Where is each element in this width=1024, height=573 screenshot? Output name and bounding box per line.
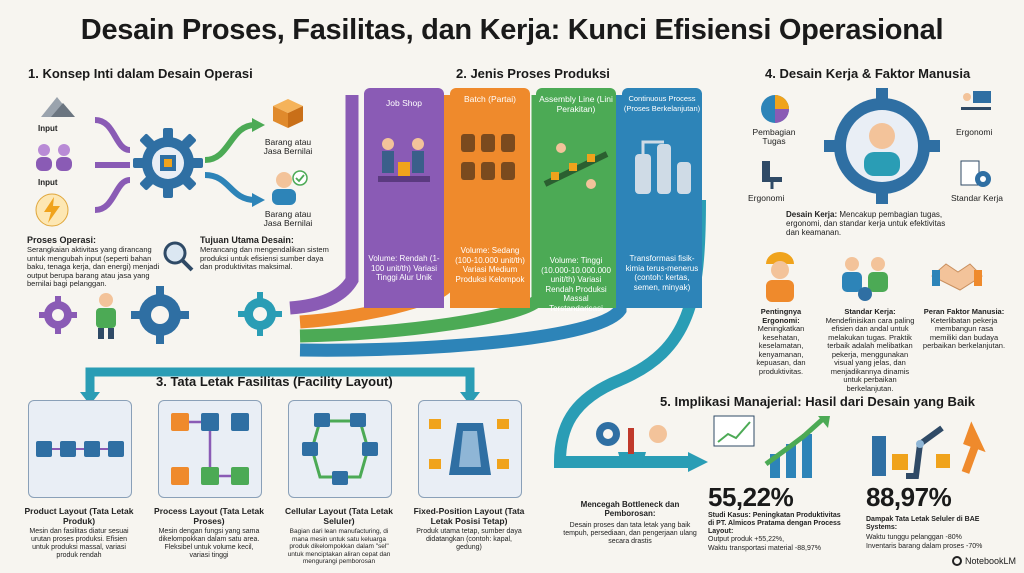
notebooklm-logo-icon — [951, 556, 962, 566]
standar-item-text: Mendefinisikan cara paling efisien dan a… — [825, 315, 915, 393]
bottleneck-icon — [588, 414, 678, 482]
refinery-icon — [622, 124, 702, 214]
section2-title: 2. Jenis Proses Produksi — [456, 66, 610, 81]
product-layout-icon — [36, 441, 124, 457]
column-job-shop: Job Shop Volume: Rendah (1-100 unit/th) … — [364, 88, 444, 308]
product-layout-desc: Mesin dan fasilitas diatur sesuai urutan… — [29, 528, 129, 559]
cellular-layout-icon — [302, 413, 378, 485]
faktor-manusia-item-text: Keterlibatan pekerja membangun rasa memi… — [922, 315, 1006, 350]
magnifier-icon — [160, 238, 196, 274]
column-continuous-head: Continuous Process (Proses Berkelanjutan… — [623, 94, 701, 113]
stat2-value: 88,97% — [866, 482, 952, 512]
pembagian-tugas-label: Pembagian Tugas — [752, 127, 796, 146]
people-icon — [30, 140, 80, 174]
fixed-position-card — [418, 400, 522, 498]
proses-title: Proses Operasi: — [27, 235, 97, 245]
cellular-layout-desc: Bagian dari lean manufacturing, di mana … — [287, 528, 391, 565]
small-gear-icon — [38, 295, 78, 335]
desain-kerja-desc: Desain Kerja: Mencakup pembagian tugas, … — [786, 210, 946, 237]
column-assembly-line-body: Volume: Tinggi (10.000-10.000.000 unit/t… — [541, 256, 611, 313]
team-icon — [838, 250, 894, 304]
stat1-line-2: Waktu transportasi material -88,97% — [708, 545, 821, 552]
ship-icon — [429, 419, 509, 475]
handshake-icon — [930, 254, 984, 298]
energy-icon — [34, 192, 70, 228]
process-gear-icon — [130, 125, 205, 200]
cellular-layout-name: Cellular Layout (Tata Letak Seluler) — [284, 506, 393, 526]
large-gear-icon — [130, 285, 190, 345]
standar-item: Standar Kerja: Mendefinisikan cara palin… — [822, 307, 918, 393]
column-assembly-line-head: Assembly Line (Lini Perakitan) — [539, 94, 613, 114]
column-batch-body: Volume: Sedang (100-10.000 unit/th) Vari… — [455, 246, 525, 284]
stat2-title: Dampak Tata Letak Seluler di BAE Systems… — [866, 516, 980, 531]
ergonomi-item: Pentingnya Ergonomi: Meningkatkan keseha… — [744, 307, 818, 376]
process-layout-desc: Mesin dengan fungsi yang sama dikelompok… — [158, 528, 260, 559]
box-icon — [268, 95, 308, 131]
standar-kerja-label: Standar Kerja — [951, 193, 1003, 203]
column-batch: Batch (Partai) Volume: Sedang (100-10.00… — [450, 88, 530, 308]
process-layout-icon — [171, 413, 249, 485]
fixed-position-desc: Produk utama tetap, sumber daya didatang… — [416, 528, 522, 551]
desain-kerja-text: Mencakup pembagian tugas, ergonomi, dan … — [786, 210, 946, 237]
ergonomi-item-text: Meningkatkan kesehatan, keselamatan, ken… — [756, 324, 806, 376]
section4-title: 4. Desain Kerja & Faktor Manusia — [765, 66, 971, 81]
bottleneck-text: Desain proses dan tata letak yang baik t… — [563, 522, 697, 545]
batch-cans-icon — [450, 114, 530, 204]
column-continuous-body: Transformasi fisik-kimia terus-menerus (… — [625, 254, 699, 292]
tujuan-title: Tujuan Utama Desain: — [200, 235, 294, 245]
ergonomi-left-label: Ergonomi — [748, 193, 785, 203]
worker-icon — [86, 290, 126, 340]
section1-title: 1. Konsep Inti dalam Desain Operasi — [28, 66, 253, 81]
ergonomi-item-title: Pentingnya Ergonomi: — [760, 307, 802, 325]
proses-text: Serangkaian aktivitas yang dirancang unt… — [27, 245, 160, 288]
output-label-2: Barang atau Jasa Bernilai — [263, 209, 313, 228]
fixed-position-name: Fixed-Position Layout (Tata Letak Posisi… — [413, 506, 525, 526]
input-label-1: Input — [38, 124, 58, 133]
column-job-shop-head: Job Shop — [386, 98, 422, 108]
column-continuous: Continuous Process (Proses Berkelanjutan… — [622, 88, 702, 308]
stat2-line-1: Waktu tunggu pelanggan -80% — [866, 534, 962, 541]
section5-title: 5. Implikasi Manajerial: Hasil dari Desa… — [660, 394, 976, 409]
standar-item-title: Standar Kerja: — [844, 307, 896, 316]
stat1-value: 55,22% — [708, 482, 794, 512]
desk-icon — [958, 88, 994, 124]
tujuan-text: Merancang dan mengendalikan sistem produ… — [200, 245, 329, 271]
stat2-line-2: Inventaris barang dalam proses -70% — [866, 543, 983, 550]
column-batch-head: Batch (Partai) — [464, 94, 516, 104]
output-label-1: Barang atau Jasa Bernilai — [263, 137, 313, 156]
column-assembly-line: Assembly Line (Lini Perakitan) Volume: T… — [536, 88, 616, 313]
bottleneck-title: Mencegah Bottleneck dan Pemborosan: — [580, 500, 680, 518]
faktor-manusia-item-title: Peran Faktor Manusia: — [923, 307, 1005, 316]
ergonomi-right-label: Ergonomi — [956, 127, 993, 137]
cellular-layout-card — [288, 400, 392, 498]
raw-material-icon — [32, 92, 82, 120]
pie-chart-icon — [758, 92, 792, 126]
worker-gear-icon — [822, 86, 942, 206]
page-title: Desain Proses, Fasilitas, dan Kerja: Kun… — [80, 14, 944, 46]
stat1-line-1: Output produk +55,22%, — [708, 536, 785, 543]
robot-arm-icon — [866, 414, 996, 480]
process-layout-card — [158, 400, 262, 498]
faktor-manusia-item: Peran Faktor Manusia: Keterlibatan peker… — [922, 307, 1006, 351]
stat1-title: Studi Kasus: Peningkatan Produktivitas d… — [708, 512, 841, 535]
growth-chart-icon — [712, 414, 832, 480]
input-label-2: Input — [38, 178, 58, 187]
product-layout-card — [28, 400, 132, 498]
conveyor-icon — [536, 124, 616, 214]
footer-text: NotebookLM — [964, 556, 1016, 566]
footer-brand: NotebookLM — [951, 556, 1016, 566]
helmet-worker-icon — [758, 248, 802, 304]
desain-kerja-title: Desain Kerja: — [786, 210, 838, 219]
chair-icon — [756, 158, 790, 192]
product-layout-name: Product Layout (Tata Letak Produk) — [24, 506, 134, 526]
column-job-shop-body: Volume: Rendah (1-100 unit/th) Variasi T… — [368, 254, 440, 282]
craftsman-icon — [364, 122, 444, 212]
section3-title: 3. Tata Letak Fasilitas (Facility Layout… — [156, 374, 393, 389]
process-layout-name: Process Layout (Tata Letak Proses) — [154, 506, 264, 526]
customer-icon — [266, 168, 310, 206]
teal-gear-icon — [236, 290, 284, 338]
standard-gear-icon — [958, 156, 994, 192]
